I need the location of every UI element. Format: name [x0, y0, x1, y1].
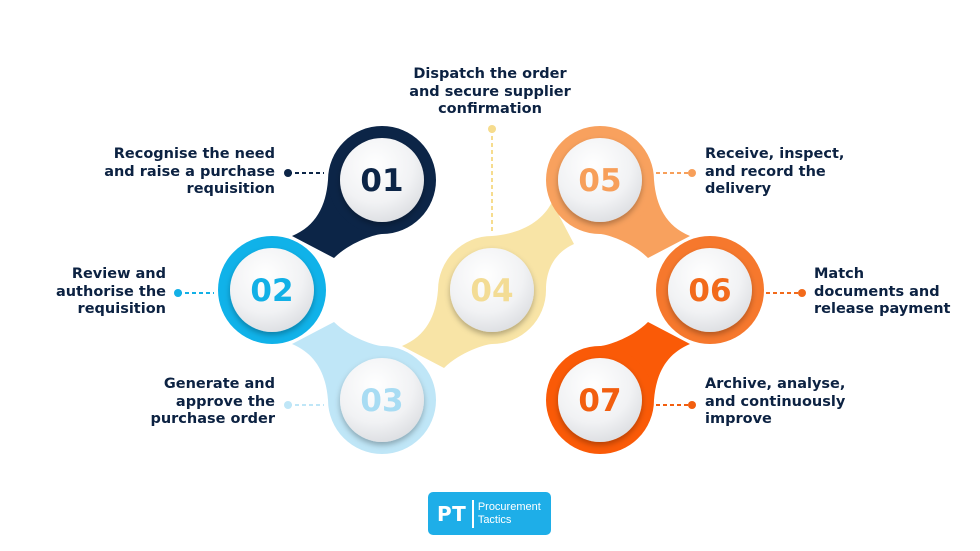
- step-06-number: 06: [688, 273, 731, 309]
- connector-3: [402, 290, 492, 368]
- discs: 01 02 03 04 05 06 07: [230, 138, 752, 442]
- step-04-label: Dispatch the order and secure supplier c…: [409, 66, 571, 117]
- procurement-tactics-logo: PT Procurement Tactics: [428, 492, 551, 535]
- step-02-disc: [230, 248, 314, 332]
- step-06-disc: [668, 248, 752, 332]
- logo-wordmark: Procurement Tactics: [477, 500, 541, 526]
- connector-6: [600, 322, 690, 400]
- logo-mark: PT: [437, 501, 467, 526]
- step-07-disc: [558, 358, 642, 442]
- step-03-label: Generate and approve the purchase order: [150, 376, 275, 427]
- step-04-disc: [450, 248, 534, 332]
- step-02-label: Review and authorise the requisition: [55, 266, 166, 317]
- step-07-number: 07: [578, 383, 621, 419]
- step-02-number: 02: [250, 273, 293, 309]
- step-01-disc: [340, 138, 424, 222]
- connector-1: [292, 180, 382, 258]
- connectors: [292, 180, 690, 400]
- step-05-number: 05: [578, 163, 621, 199]
- step-03-number: 03: [360, 383, 403, 419]
- connector-5: [600, 180, 690, 258]
- step-01-label: Recognise the need and raise a purchase …: [104, 146, 275, 197]
- step-05-disc: [558, 138, 642, 222]
- step-06-label: Match documents and release payment: [814, 266, 951, 317]
- step-05-leader-dot: [688, 169, 696, 177]
- step-03-leader-dot: [284, 401, 292, 409]
- step-01-number: 01: [360, 163, 403, 199]
- connector-4: [492, 202, 574, 290]
- step-01-leader-dot: [284, 169, 292, 177]
- step-04-number: 04: [470, 273, 513, 309]
- step-06-leader-dot: [798, 289, 806, 297]
- step-07-leader-dot: [688, 401, 696, 409]
- step-02-leader-dot: [174, 289, 182, 297]
- connector-2: [292, 322, 382, 400]
- step-05-label: Receive, inspect, and record the deliver…: [705, 146, 845, 197]
- logo-divider: [472, 499, 474, 528]
- step-03-disc: [340, 358, 424, 442]
- step-04-leader-dot: [488, 125, 496, 133]
- step-07-label: Archive, analyse, and continuously impro…: [705, 376, 846, 427]
- leader-lines: [174, 125, 806, 409]
